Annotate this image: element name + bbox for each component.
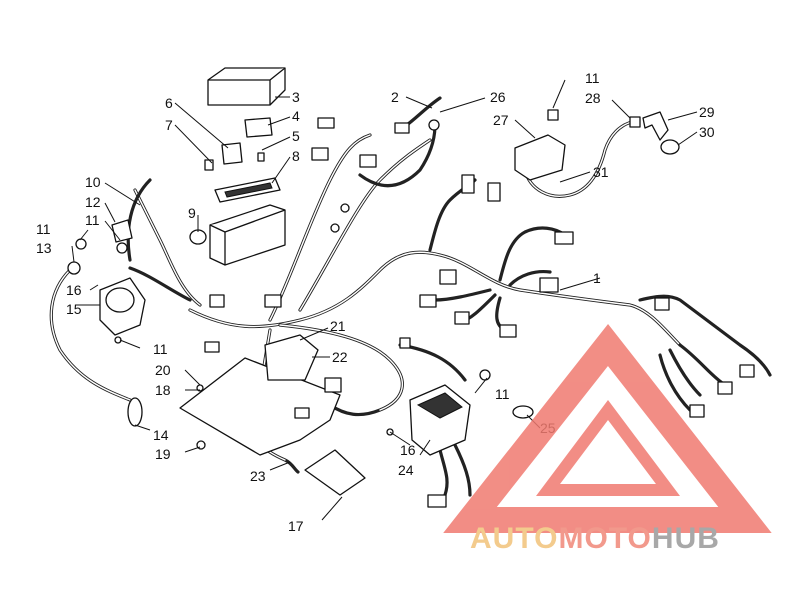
boot-12 — [111, 219, 133, 243]
terminal-14 — [127, 397, 143, 427]
callout-8: 8 — [292, 148, 300, 164]
callout-14: 14 — [153, 427, 169, 443]
callout-22: 22 — [332, 349, 348, 365]
callout-20: 20 — [155, 362, 171, 378]
plate-17 — [304, 449, 366, 496]
clamp-25 — [512, 405, 534, 419]
callout-3: 3 — [292, 89, 300, 105]
callout-28: 28 — [585, 90, 601, 106]
callout-6: 6 — [165, 95, 173, 111]
callout-5: 5 — [292, 128, 300, 144]
callout-16-right: 16 — [400, 442, 416, 458]
callout-11-bottom: 11 — [153, 341, 168, 357]
callout-24: 24 — [398, 462, 414, 478]
callout-9: 9 — [188, 205, 196, 221]
watermark-logo: AUTOMOTOHUB — [443, 323, 772, 555]
cdi-box-22 — [264, 334, 319, 381]
callout-21: 21 — [330, 318, 346, 334]
callout-11-left: 11 — [36, 221, 51, 237]
fuse-strip — [214, 177, 281, 203]
callout-26: 26 — [490, 89, 506, 105]
callout-7: 7 — [165, 117, 173, 133]
callout-31: 31 — [593, 164, 609, 180]
callout-11-right: 11 — [495, 386, 510, 402]
callout-27: 27 — [493, 112, 509, 128]
module-27 — [514, 109, 566, 181]
voltage-regulator-24 — [409, 384, 471, 456]
fuse-box-cover — [207, 67, 286, 106]
watermark-text: AUTOMOTOHUB — [470, 522, 720, 555]
callout-15: 15 — [66, 301, 82, 317]
callout-17: 17 — [288, 518, 304, 534]
hose-28-29 — [629, 111, 680, 155]
starter-solenoid — [99, 277, 146, 336]
mounting-plate — [179, 357, 341, 456]
callout-4: 4 — [292, 108, 300, 124]
callout-1: 1 — [593, 270, 601, 286]
leader-lines — [71, 79, 698, 521]
callout-16-left: 16 — [66, 282, 82, 298]
watermark-hub: HUB — [652, 522, 720, 555]
callout-10: 10 — [85, 174, 101, 190]
callout-29: 29 — [699, 104, 715, 120]
fuse-box-base — [209, 204, 286, 266]
callout-13: 13 — [36, 240, 52, 256]
relay-part — [204, 117, 273, 171]
callout-11-top: 11 — [585, 70, 600, 86]
watermark-auto: AUTO — [470, 522, 558, 555]
callout-23: 23 — [250, 468, 266, 484]
watermark-moto: MOTO — [558, 522, 651, 555]
callout-11-mid: 11 — [85, 212, 100, 228]
callout-18: 18 — [155, 382, 171, 398]
callout-19: 19 — [155, 446, 171, 462]
watermark-triangle-icon — [443, 323, 772, 533]
callout-30: 30 — [699, 124, 715, 140]
callout-12: 12 — [85, 194, 101, 210]
callout-2: 2 — [391, 89, 399, 105]
callout-labels: 1 2 3 4 5 6 7 8 9 10 11 11 11 11 11 12 1… — [36, 70, 715, 534]
clamp-9 — [189, 229, 207, 245]
